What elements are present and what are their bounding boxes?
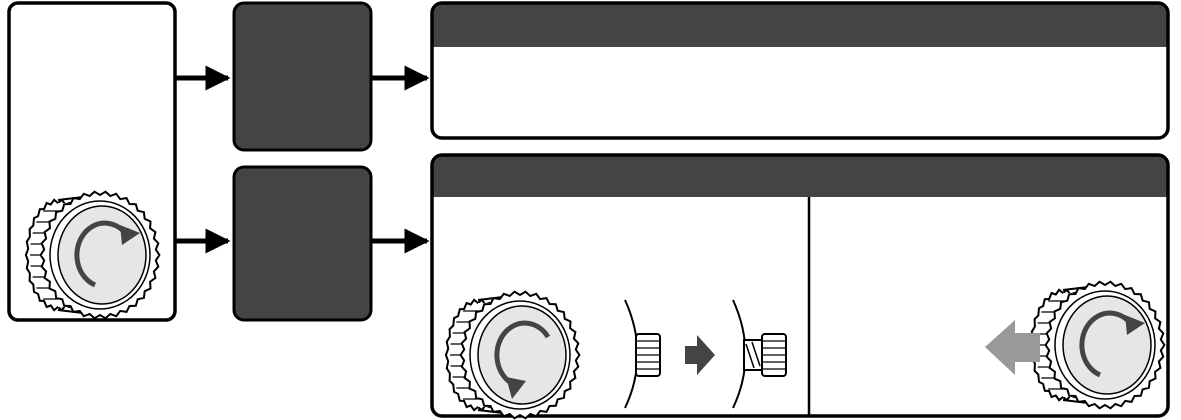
dark-box-bottom bbox=[232, 165, 373, 322]
crown-knob-icon bbox=[24, 190, 161, 320]
top-header-band bbox=[432, 3, 1168, 47]
arrow-left-icon bbox=[985, 320, 1040, 375]
arrow-right-icon bbox=[685, 335, 715, 375]
crown-knob-icon bbox=[444, 290, 581, 420]
top-right-panel bbox=[430, 1, 1170, 140]
crown-side-in-icon bbox=[624, 299, 661, 409]
dark-box-top bbox=[232, 1, 373, 152]
crown-knob-icon bbox=[1029, 280, 1166, 410]
crown-side-out-icon bbox=[732, 299, 787, 409]
bottom-right-panel bbox=[430, 153, 1170, 418]
bottom-header-band bbox=[432, 155, 1168, 197]
